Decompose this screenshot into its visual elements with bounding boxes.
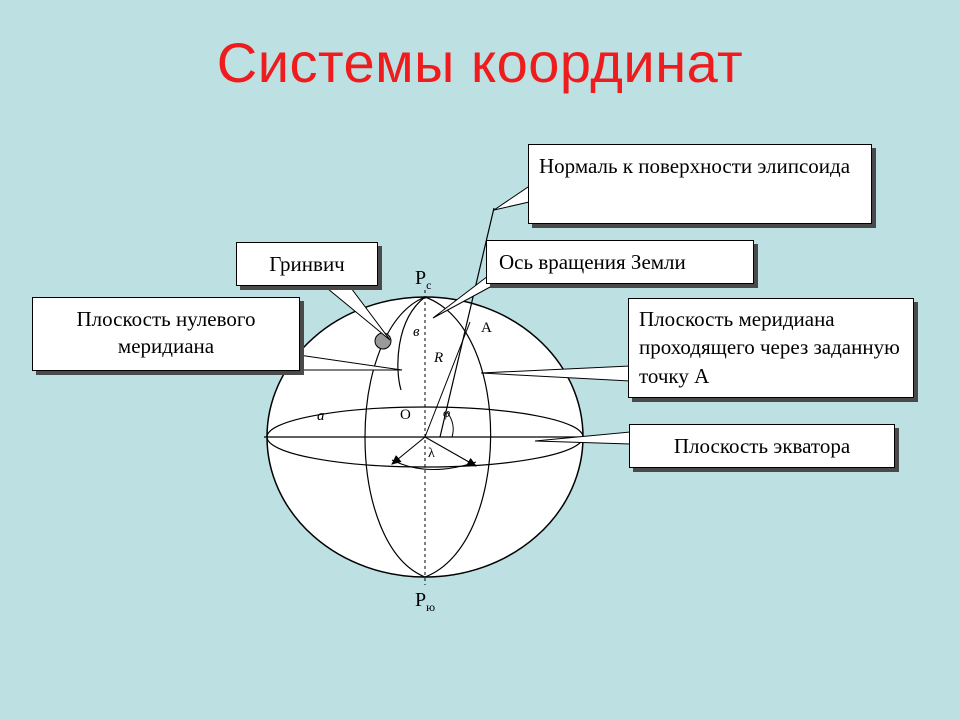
surface-normal [439,207,495,438]
greenwich-callout-text: Гринвич [269,252,345,276]
normal-callout: Нормаль к поверхности элипсоида [528,144,872,224]
b-label: в [413,324,420,340]
meridian-a-callout: Плоскость меридиана проходящего через за… [628,298,914,398]
zero-meridian-callout: Плоскость нулевого меридиана [32,297,300,371]
lambda-label: λ [428,446,435,461]
point-a-label: А [481,320,492,336]
origin-label: O [400,407,411,423]
normal-callout-text: Нормаль к поверхности элипсоида [539,154,851,178]
zero-meridian-back [397,296,426,391]
south-pole-label: Pю [415,589,435,614]
zero-meridian-callout-text: Плоскость нулевого меридиана [76,307,256,359]
phi-arc [446,411,454,438]
axis-callout-text: Ось вращения Земли [499,250,686,274]
equator-callout-text: Плоскость экватора [673,434,851,458]
radius-line [424,321,471,438]
phi-label: φ [443,405,450,420]
meridian-a-callout-text: Плоскость меридиана проходящего через за… [639,307,900,388]
slide-title: Системы координат [216,31,744,94]
greenwich-marker [374,332,392,350]
lambda-arc [391,459,477,470]
lambda-arrow-left [391,436,426,465]
greenwich-callout: Гринвич [236,242,378,286]
equator-callout: Плоскость экватора [629,424,895,468]
north-pole-label: Pс [415,267,431,292]
axis-callout: Ось вращения Земли [486,240,754,284]
lambda-arrow-right [424,436,477,467]
a-axis-label: a [317,408,325,424]
r-label: R [433,350,443,366]
